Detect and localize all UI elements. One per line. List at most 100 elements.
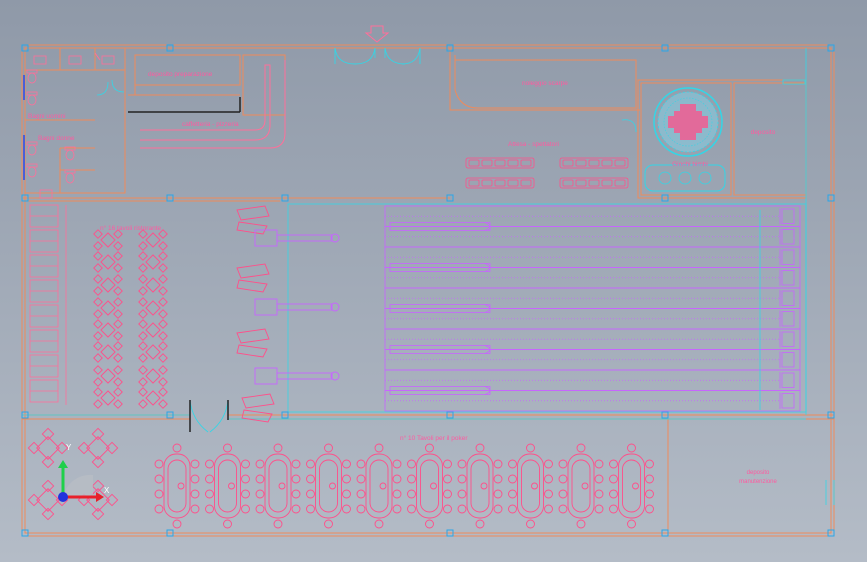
grip-handles[interactable] xyxy=(21,44,835,537)
pin-deck xyxy=(781,372,795,388)
bowling-lane xyxy=(384,287,801,309)
grip-handle[interactable] xyxy=(281,194,289,202)
bench-seat xyxy=(481,159,493,167)
toilet-bowl xyxy=(27,144,37,156)
bench-seat xyxy=(601,179,613,187)
washbasin xyxy=(39,189,53,199)
bench-seat xyxy=(614,179,626,187)
restaurant-table xyxy=(138,319,168,341)
restaurant-table xyxy=(93,274,123,296)
corner-table xyxy=(77,427,119,469)
poker-tables xyxy=(27,427,654,529)
grip-handle[interactable] xyxy=(661,529,669,537)
pin-deck xyxy=(781,270,795,286)
entrance-arrow-icon xyxy=(364,25,390,43)
grip-handle[interactable] xyxy=(827,411,835,419)
bench-seat xyxy=(588,179,600,187)
urinal-dividers xyxy=(23,52,101,180)
washbasin xyxy=(68,55,82,65)
grip-handle[interactable] xyxy=(21,194,29,202)
bench-seat xyxy=(468,159,480,167)
toilet-bowl xyxy=(27,166,37,178)
label-deposito-preparazione: deposito preparazione xyxy=(148,71,213,78)
restaurant-table xyxy=(138,341,168,363)
toilet-tank xyxy=(64,169,76,174)
toilet-bowl xyxy=(27,94,37,106)
ball-return xyxy=(389,304,491,313)
ucs-x-label: X xyxy=(104,486,110,495)
toilet-doors xyxy=(96,79,637,133)
poker-table xyxy=(457,443,503,529)
grip-handle[interactable] xyxy=(827,194,835,202)
grip-handle[interactable] xyxy=(446,194,454,202)
restaurant-table xyxy=(93,251,123,273)
restaurant-table xyxy=(138,365,168,387)
label-caffetteria-pizzeria: caffetteria - pizzeria xyxy=(182,121,239,128)
ucs-y-label: Y xyxy=(66,443,72,452)
pin-deck xyxy=(781,352,795,368)
toilet-bowl xyxy=(65,149,75,161)
label-tavoli-poker: n° 10 Tavoli per il poker xyxy=(400,434,468,442)
grip-handle[interactable] xyxy=(827,44,835,52)
bowling-lanes xyxy=(384,205,801,412)
bench xyxy=(465,177,535,189)
poker-table xyxy=(205,443,250,529)
bench-seat xyxy=(562,159,574,167)
restaurant-table xyxy=(138,297,168,319)
lane-seating xyxy=(241,393,275,423)
bench-seat xyxy=(468,179,480,187)
waiting-benches xyxy=(465,157,629,189)
grip-handle[interactable] xyxy=(21,44,29,52)
restaurant-table xyxy=(93,341,123,363)
grip-handle[interactable] xyxy=(446,411,454,419)
grip-handle[interactable] xyxy=(21,411,29,419)
grip-handle[interactable] xyxy=(166,411,174,419)
bench-seat xyxy=(481,179,493,187)
pin-deck xyxy=(781,393,795,409)
washbasin xyxy=(33,55,47,65)
grip-handle[interactable] xyxy=(21,529,29,537)
bench-seat xyxy=(507,159,519,167)
poker-table xyxy=(356,443,402,529)
grip-handle[interactable] xyxy=(661,194,669,202)
restaurant-table xyxy=(138,274,168,296)
restaurant-table xyxy=(93,319,123,341)
bench-seat xyxy=(494,159,506,167)
grip-handle[interactable] xyxy=(827,529,835,537)
ball-return xyxy=(389,386,491,395)
bench-seat xyxy=(520,159,532,167)
bowling-lane xyxy=(384,246,801,268)
restaurant-table xyxy=(138,251,168,273)
grip-handle[interactable] xyxy=(661,44,669,52)
bowling-lane xyxy=(384,308,801,330)
grip-handle[interactable] xyxy=(166,529,174,537)
label-bagni-uomini: Bagni uomini xyxy=(28,113,66,120)
label-tavoli-ristorante: n° 16 tavoli ristorante xyxy=(100,224,162,232)
washbasin xyxy=(101,55,115,65)
poker-table xyxy=(508,443,553,529)
restaurant-table xyxy=(93,297,123,319)
toilet-tank xyxy=(64,146,76,151)
toilet-fixtures xyxy=(26,55,115,199)
score-desk xyxy=(254,367,340,385)
grip-handle[interactable] xyxy=(281,411,289,419)
main-entrance-doors xyxy=(334,47,421,65)
label-deposito: deposito xyxy=(751,129,776,136)
bench-seat xyxy=(614,159,626,167)
cyan-structure-lines xyxy=(22,48,835,505)
grip-handle[interactable] xyxy=(446,529,454,537)
bowling-lane xyxy=(384,267,801,289)
grip-handle[interactable] xyxy=(166,44,174,52)
toilet-tank xyxy=(26,69,38,74)
grip-handle[interactable] xyxy=(661,411,669,419)
bowling-lane xyxy=(384,328,801,350)
pin-deck xyxy=(781,331,795,347)
bar-counter xyxy=(128,60,286,149)
grip-handle[interactable] xyxy=(166,194,174,202)
label-giochi-bimbi: Giochi bimbi xyxy=(672,161,708,168)
bowling-score-consoles xyxy=(236,205,340,423)
bench-seat xyxy=(520,179,532,187)
score-desk xyxy=(254,229,340,247)
grip-handle[interactable] xyxy=(446,44,454,52)
